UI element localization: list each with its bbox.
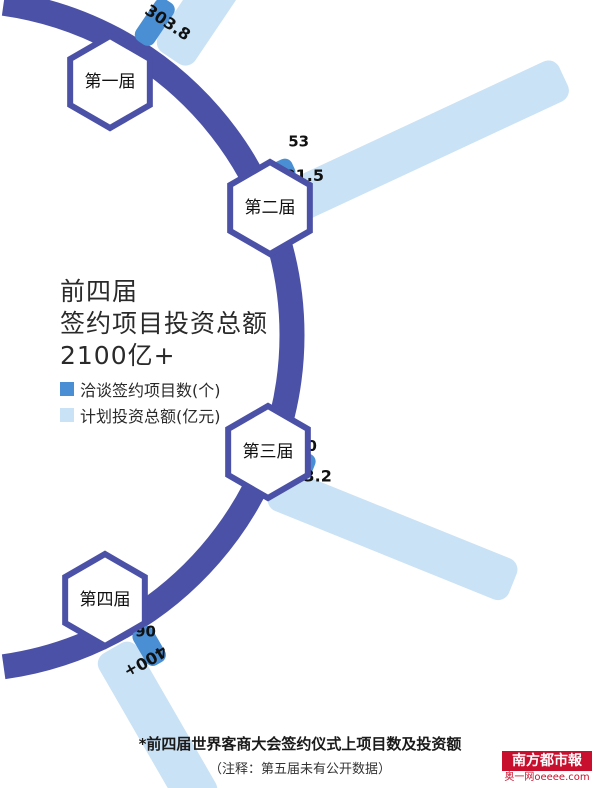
legend-swatch-investment <box>60 408 74 422</box>
legend-label-investment: 计划投资总额(亿元) <box>80 407 221 426</box>
edition-hexagon <box>62 550 148 650</box>
investment-bar-group <box>277 60 569 224</box>
investment-bar-group <box>97 641 218 788</box>
edition-label: 第二届 <box>245 198 296 218</box>
investment-bar <box>277 60 569 224</box>
edition-label: 第一届 <box>85 72 136 92</box>
summary-block: 前四届 签约项目投资总额 2100亿+ <box>60 276 268 372</box>
investment-bar <box>97 641 218 788</box>
investment-bar <box>267 469 518 601</box>
edition-hexagon <box>225 402 311 502</box>
edition-label: 第三届 <box>243 442 294 462</box>
projects-bar-group <box>132 625 166 666</box>
footnote: *前四届世界客商大会签约仪式上项目数及投资额 <box>138 735 462 753</box>
legend-item-investment: 计划投资总额(亿元) <box>60 402 221 428</box>
projects-value-label: 53 <box>288 133 309 151</box>
projects-bar <box>132 625 166 666</box>
legend-swatch-projects <box>60 382 74 396</box>
projects-bar <box>134 0 175 46</box>
legend-label-projects: 洽谈签约项目数(个) <box>80 381 221 400</box>
legend: 洽谈签约项目数(个) 计划投资总额(亿元) <box>60 376 221 428</box>
projects-bar-group <box>134 0 175 46</box>
brand-url: 奥一网oeeee.com <box>504 772 590 783</box>
summary-total: 2100亿+ <box>60 341 176 370</box>
summary-line-1: 前四届 <box>60 277 139 306</box>
investment-bar <box>156 0 269 66</box>
summary-line-2: 签约项目投资总额 <box>60 309 269 338</box>
legend-item-projects: 洽谈签约项目数(个) <box>60 376 221 402</box>
brand-logo: 南方都市報 奥一网oeeee.com <box>502 751 592 785</box>
investment-bar-group <box>267 469 518 601</box>
edition-hexagon <box>227 158 313 258</box>
edition-label: 第四届 <box>80 590 131 610</box>
note: （注释：第五届未有公开数据） <box>208 762 391 777</box>
edition-hexagon <box>67 32 153 132</box>
investment-bar-group <box>156 0 269 66</box>
brand-name: 南方都市報 <box>502 751 592 771</box>
